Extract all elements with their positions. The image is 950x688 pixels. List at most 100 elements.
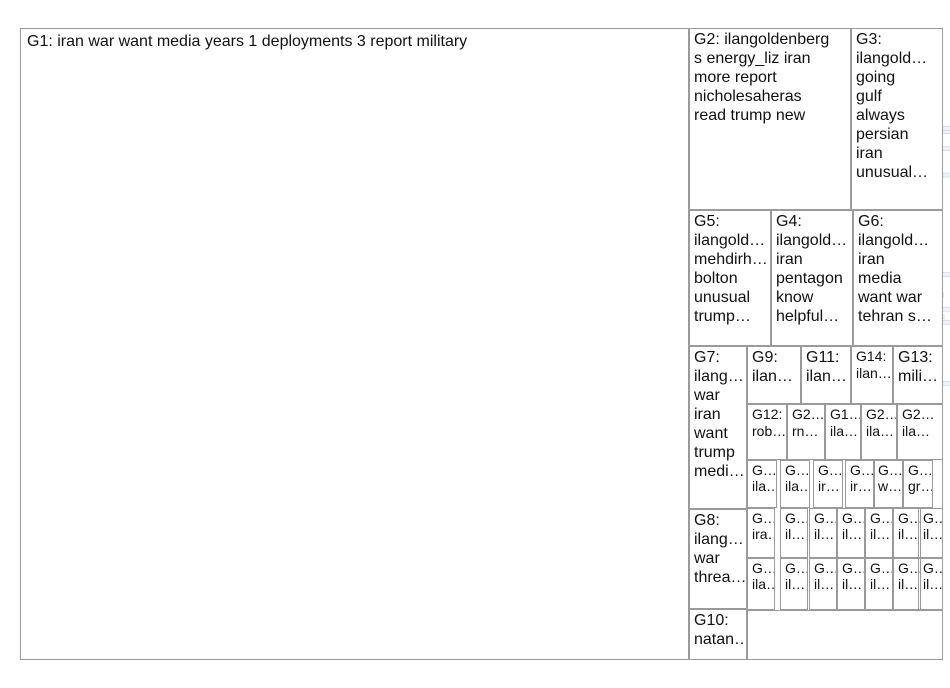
group-title-line: want war (858, 288, 932, 307)
group-title-line: always (856, 106, 928, 125)
group-title-line: more report (694, 68, 829, 87)
small-group-cell: G…il… (865, 558, 893, 610)
group-title: G…il… (814, 560, 837, 592)
small-group-cell: G…ir… (813, 460, 843, 508)
group-cell-g14: G14:ilan… (851, 346, 893, 404)
group-title-line: media (858, 269, 932, 288)
group-title-line: G11: (806, 348, 847, 367)
group-title-line: G… (923, 510, 943, 526)
group-title-line: ila… (830, 423, 861, 440)
group-title-line: ilan… (752, 367, 793, 386)
group-title-line: s energy_liz iran (694, 49, 829, 68)
group-title: G…ila… (752, 560, 775, 592)
group-title-line: gr… (908, 478, 933, 494)
group-title-line: ila… (902, 423, 935, 440)
group-title-line: iran (776, 250, 847, 269)
group-title: G9:ilan… (752, 348, 793, 386)
small-group-cell: G…il… (865, 508, 893, 558)
group-cell-g9: G9:ilan… (747, 346, 801, 404)
group-title-line: G… (842, 560, 865, 576)
group-title: G…ila… (752, 462, 777, 494)
group-title-line: G13: (898, 348, 938, 367)
group-title-line: pentagon (776, 269, 847, 288)
group-title-line: helpful… (776, 307, 847, 326)
group-title: G…il… (785, 510, 808, 542)
group-title-line: going (856, 68, 928, 87)
group-cell-g10: G10:natan… (689, 609, 747, 660)
group-title-line: G… (842, 510, 865, 526)
group-title-line: iran (694, 405, 745, 424)
group-title-line: ilangold… (856, 49, 928, 68)
group-cell-g5: G5:ilangold…mehdirh…boltonunusualtrump… (689, 210, 771, 346)
group-title-line: G14: (856, 348, 892, 365)
group-title-line: w… (878, 478, 903, 494)
group-title-line: ilangold… (776, 231, 847, 250)
group-title-line: G… (870, 510, 893, 526)
group-title-line: war (694, 549, 746, 568)
group-title: G4:ilangold…iranpentagonknowhelpful… (776, 212, 847, 326)
group-title-line: il… (923, 526, 943, 542)
group-title-line: ila… (752, 478, 777, 494)
group-title-line: trump… (694, 307, 768, 326)
group-title-line: read trump new (694, 106, 829, 125)
group-title-line: G… (814, 510, 837, 526)
group-title: G10:natan… (694, 611, 747, 649)
group-title: G8:ilang…warthrea… (694, 511, 746, 587)
group-title: G…gr… (908, 462, 933, 494)
group-cell-g1: G1: iran war want media years 1 deployme… (20, 28, 689, 660)
group-cell-g11: G11:ilan… (801, 346, 851, 404)
group-title-line: ira… (752, 526, 775, 542)
group-title-line: ilan… (856, 365, 892, 382)
group-title-line: natan… (694, 630, 747, 649)
group-title: G…il… (814, 510, 837, 542)
group-title-line: G… (785, 462, 810, 478)
group-title-line: know (776, 288, 847, 307)
group-title-line: war (694, 386, 745, 405)
group-title: G…il… (870, 560, 893, 592)
small-group-cell: G…il… (837, 508, 865, 558)
group-title: G1…ila… (830, 406, 861, 440)
group-cell-g13: G13:mili… (893, 346, 943, 404)
group-title-line: G2… (866, 406, 897, 423)
group-title-line: G… (850, 462, 875, 478)
small-group-cell: G…il… (918, 508, 943, 558)
small-group-cell: G…ir… (845, 460, 875, 508)
group-title-line: il… (814, 576, 837, 592)
group-title-line: ilangold… (858, 231, 932, 250)
group-title-line: G… (878, 462, 903, 478)
small-group-cell: G…il… (780, 558, 808, 610)
group-title-line: G2: ilangoldenberg (694, 30, 829, 49)
group-title-line: G… (870, 560, 893, 576)
group-title: G2…rn… (792, 406, 825, 440)
group-title-line: gulf (856, 87, 928, 106)
group-title-line: rob… (752, 423, 786, 440)
small-group-cell: G…w… (873, 460, 903, 508)
small-group-cell: G…ila… (747, 460, 777, 508)
group-title: G…il… (923, 510, 943, 542)
group-title-line: G… (752, 560, 775, 576)
group-title: G…il… (923, 560, 943, 592)
small-group-cell: G…il… (893, 508, 921, 558)
group-title-line: bolton (694, 269, 768, 288)
group-title: G…ira… (752, 510, 775, 542)
group-title-line: mehdirh… (694, 250, 768, 269)
group-title-line: il… (870, 576, 893, 592)
group-title-line: G6: (858, 212, 932, 231)
group-title-line: ila… (866, 423, 897, 440)
group-title: G14:ilan… (856, 348, 892, 382)
group-title: G7:ilang…wariranwanttrumpmedi… (694, 348, 745, 481)
group-title-line: G… (752, 462, 777, 478)
group-title-line: ilang… (694, 367, 745, 386)
group-title-line: il… (814, 526, 837, 542)
group-title-line: ir… (818, 478, 843, 494)
group-title-line: ilan… (806, 367, 847, 386)
group-cell-g3: G3:ilangold…goinggulfalwayspersianiranun… (851, 28, 943, 210)
group-title-line: il… (842, 526, 865, 542)
small-group-cell: G…ila… (747, 558, 775, 610)
group-title: G11:ilan… (806, 348, 847, 386)
group-title-line: G10: (694, 611, 747, 630)
group-title: G1: iran war want media years 1 deployme… (27, 32, 467, 51)
